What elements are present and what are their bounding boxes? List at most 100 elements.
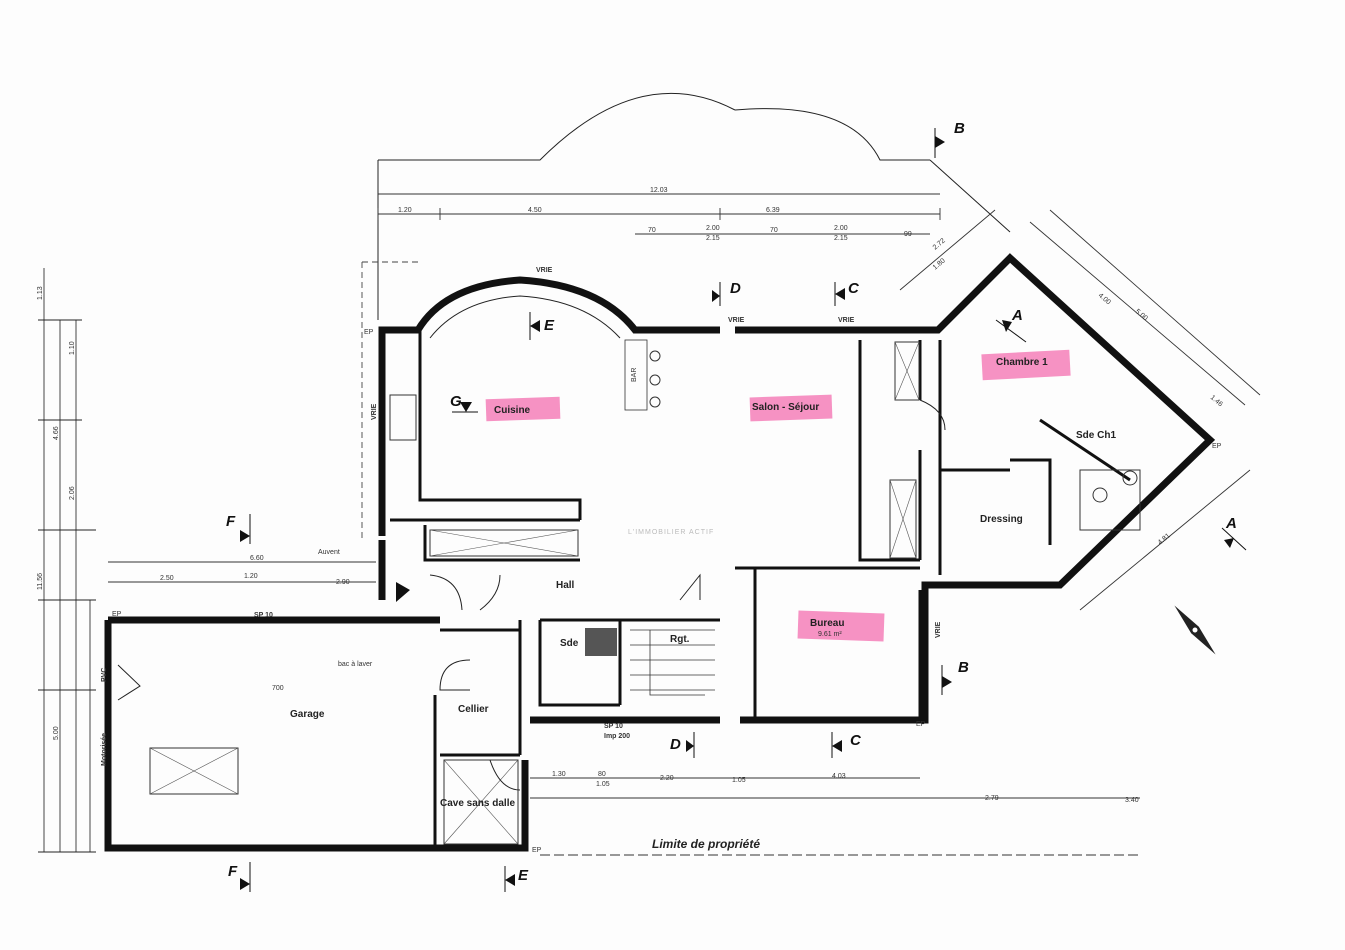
room-cellier: Cellier (458, 704, 489, 715)
construction-lines (361, 92, 1011, 540)
label-ep-4: EP (916, 721, 926, 728)
dim-left-b: 1.20 (244, 573, 258, 580)
svg-text:A: A (1011, 307, 1023, 324)
dim-top-c: 6.39 (766, 207, 780, 214)
bottom-dimensions: 1.30 80 1.05 2.20 1.05 4.03 2.79 3.40 (530, 771, 1140, 804)
garage-top-dimensions: 6.60 2.50 1.20 2.90 (108, 555, 376, 586)
room-hall: Hall (556, 580, 575, 591)
label-ep-1: EP (364, 329, 374, 336)
label-bar: BAR (631, 368, 638, 382)
dim-bottom-d: 1.05 (596, 781, 610, 788)
label-garage-dim: 700 (272, 685, 284, 692)
dim-right-b: 5.00 (1134, 308, 1149, 322)
property-limit-label: Limite de propriété (652, 837, 760, 851)
svg-text:D: D (730, 280, 741, 297)
room-rgt: Rgt. (670, 634, 690, 645)
dim-mid-c: 2.15 (706, 235, 720, 242)
label-vrie-1: VRIE (838, 317, 855, 324)
room-sde: Sde (560, 638, 579, 649)
misc-labels: bac à laver Auvent BAR L'IMMOBILIER ACTI… (101, 267, 1222, 854)
label-vrie-3: VRIE (536, 267, 553, 274)
section-marker-f-bottom: F (228, 862, 251, 892)
dim-right-c: 4.81 (1157, 532, 1172, 546)
dim-left-d: 2.90 (336, 579, 350, 586)
svg-text:C: C (850, 732, 862, 749)
dim-bottom-b: 80 (598, 771, 606, 778)
svg-text:E: E (518, 867, 529, 884)
svg-text:A: A (1225, 515, 1237, 532)
dim-mid-g: 99 (904, 231, 912, 238)
svg-text:D: D (670, 736, 681, 753)
room-sde-ch1: Sde Ch1 (1076, 430, 1116, 441)
svg-text:C: C (848, 280, 860, 297)
svg-text:E: E (544, 317, 555, 334)
dim-top-a: 1.20 (398, 207, 412, 214)
svg-text:B: B (954, 120, 965, 137)
dim-bottom-g: 2.79 (985, 795, 999, 802)
room-labels: Cuisine Salon - Séjour Chambre 1 Sde Ch1… (290, 357, 1116, 809)
dim-vleft-b: 2.06 (69, 486, 76, 500)
dim-bottom-a: 1.30 (552, 771, 566, 778)
dim-vleft-c: 5.00 (53, 726, 60, 740)
right-dimensions: 4.00 5.00 4.81 1.46 2.72 1.80 (899, 209, 1261, 611)
entrance-arrow-icon (396, 582, 410, 602)
dim-mid-b: 2.00 (706, 225, 720, 232)
label-ep-2: EP (112, 611, 122, 618)
label-ep-5: EP (1212, 443, 1222, 450)
room-dressing: Dressing (980, 514, 1023, 525)
dim-vleft-d: 1.13 (37, 286, 44, 300)
section-marker-f-top: F (226, 513, 251, 544)
section-marker-b-top: B (934, 120, 965, 158)
room-salon-sejour: Salon - Séjour (752, 402, 819, 413)
section-marker-d-bottom: D (670, 732, 695, 758)
dim-mid-e: 2.00 (834, 225, 848, 232)
label-auvent: Auvent (318, 549, 340, 556)
svg-text:G: G (450, 393, 462, 410)
fixtures (117, 339, 1141, 845)
exterior-walls (104, 253, 1216, 852)
section-marker-a-bottom: A (1221, 515, 1247, 551)
room-bureau-area: 9.61 m² (818, 631, 842, 638)
left-dimensions: 1.13 11.56 1.10 4.66 2.06 5.00 (37, 268, 96, 853)
watermark: L'IMMOBILIER ACTIF (628, 529, 714, 536)
dim-right-d: 1.46 (1209, 394, 1224, 408)
dim-mid-a: 70 (648, 227, 656, 234)
label-sp10-bottom: SP 10 (604, 723, 623, 730)
dim-bottom-c: 2.20 (660, 775, 674, 782)
section-marker-c-top: C (834, 280, 860, 306)
dim-top-total: 12.03 (650, 187, 668, 194)
room-highlights (485, 349, 1071, 642)
dim-left-c: 2.50 (160, 575, 174, 582)
room-chambre-1: Chambre 1 (996, 357, 1048, 368)
label-pvc: PVC (101, 668, 108, 682)
room-cave: Cave sans dalle (440, 798, 515, 809)
room-cuisine: Cuisine (494, 405, 531, 416)
label-sp10-garage: SP 10 (254, 612, 273, 619)
label-vrie-4: VRIE (371, 403, 378, 420)
dim-diag-a: 2.72 (932, 237, 947, 251)
dim-top-b: 4.50 (528, 207, 542, 214)
dim-vleft-e: 1.10 (69, 341, 76, 355)
label-vrie-2: VRIE (728, 317, 745, 324)
section-marker-a-top: A (995, 307, 1027, 343)
section-markers: B B C C D D E (226, 120, 1247, 892)
section-marker-c-bottom: C (831, 732, 862, 758)
dim-mid-d: 70 (770, 227, 778, 234)
svg-text:B: B (958, 659, 969, 676)
top-dimensions: 12.03 1.20 4.50 6.39 70 2.00 2.15 70 2.0… (377, 187, 941, 242)
dim-left-a: 6.60 (250, 555, 264, 562)
dim-bottom-f: 4.03 (832, 773, 846, 780)
dim-mid-f: 2.15 (834, 235, 848, 242)
north-arrow-icon (1174, 605, 1216, 655)
label-bac-a-laver: bac à laver (338, 661, 373, 668)
section-marker-e-bottom: E (504, 866, 529, 892)
dim-diag-b: 1.80 (932, 257, 947, 271)
label-ep-3: EP (532, 847, 542, 854)
label-motorisee: Motorisée (101, 733, 108, 766)
svg-text:F: F (226, 513, 236, 530)
dim-bottom-h: 3.40 (1125, 797, 1139, 804)
room-garage: Garage (290, 709, 325, 720)
label-imp-200: Imp 200 (604, 733, 630, 740)
label-vrie-5: VRIE (935, 621, 942, 638)
